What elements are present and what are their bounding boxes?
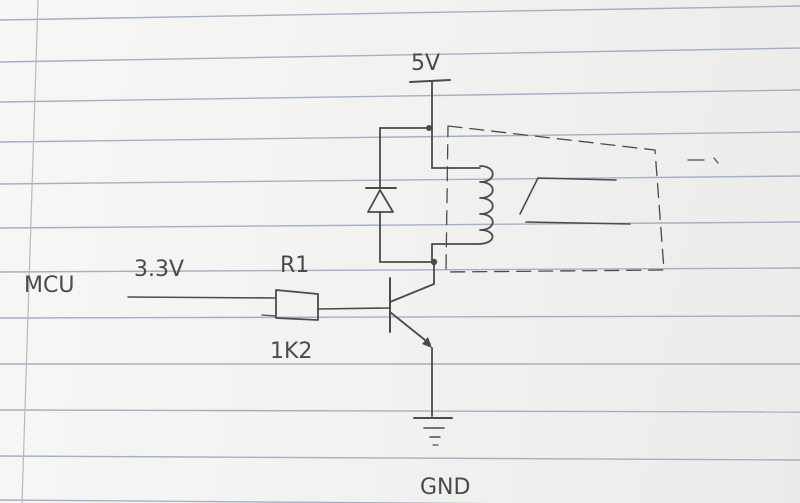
relay-enclosure [445,125,719,273]
npn-transistor [389,261,435,348]
ruled-lines [0,5,800,503]
label-r1: R1 [280,253,309,278]
label-5v: 5V [411,51,440,76]
label-gnd: GND [420,475,470,500]
margin-line [21,0,39,503]
flyback-diode [365,127,397,263]
label-1k2: 1K2 [270,339,312,364]
relay-coil [431,127,494,263]
top-node-dot [426,125,432,131]
resistor-r1 [261,289,319,321]
label-3v3: 3.3V [134,257,184,282]
supply-5v [409,79,451,129]
label-mcu: MCU [24,273,74,298]
input-wire [127,296,391,310]
ground-symbol [413,417,453,446]
